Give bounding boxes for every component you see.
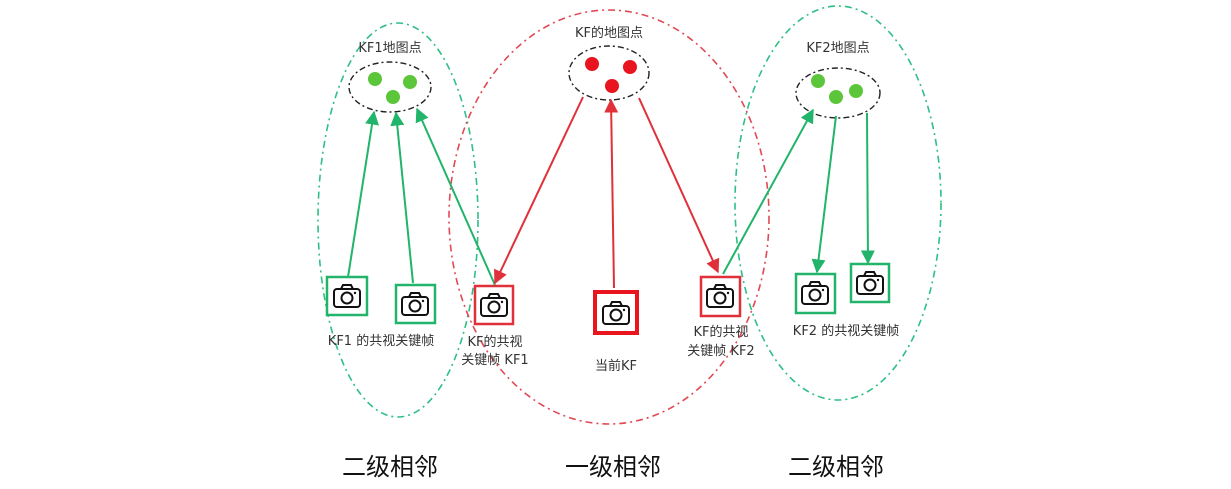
- kf-covis-kf1-camera: [473, 284, 515, 326]
- camera-icon: [602, 301, 630, 325]
- right-second-level-region: [734, 5, 942, 401]
- arrow-current-kf-to-kf-points: [604, 98, 619, 289]
- kf1-covis-camera-a: [325, 275, 369, 317]
- kf2-map-points: [795, 67, 881, 119]
- kf2-covis-camera-a: [794, 272, 837, 315]
- kf-covis-kf1-label-line1: KF的共视: [467, 334, 522, 350]
- kf2-map-points-label: KF2地图点: [806, 41, 869, 56]
- kf-covis-kf2-camera: [699, 275, 742, 318]
- right-region-title: 二级相邻: [788, 453, 884, 481]
- kf-covis-kf2-label-line1: KF的共视: [693, 324, 748, 340]
- map-point-dot: [811, 74, 825, 88]
- camera-icon: [801, 281, 829, 305]
- map-point-dot: [605, 79, 619, 93]
- map-point-dot: [829, 90, 843, 104]
- kf2-covis-label: KF2 的共视关键帧: [793, 323, 899, 339]
- left-second-level-region: [317, 22, 479, 418]
- arrow-kf2-points-to-kf2-covis-b: [860, 112, 875, 265]
- arrow-kf-covis-kf1-to-kf1-points: [415, 107, 496, 286]
- camera-icon: [480, 293, 508, 317]
- kf-covis-kf2-label-line2: 关键帧 KF2: [687, 344, 754, 359]
- map-point-dot: [386, 90, 400, 104]
- current-kf-label: 当前KF: [595, 358, 637, 374]
- map-point-dot: [368, 72, 382, 86]
- arrow-kf1-covis-b-to-kf1-points: [390, 111, 414, 284]
- kf1-covis-camera-b: [394, 283, 437, 325]
- map-point-dot: [403, 75, 417, 89]
- map-point-dot: [623, 60, 637, 74]
- kf2-covis-camera-b: [849, 262, 891, 304]
- arrow-kf-points-to-kf-covis-kf1: [494, 96, 584, 285]
- arrow-kf2-points-to-kf2-covis-a: [811, 115, 837, 274]
- center-region-title: 一级相邻: [565, 453, 661, 481]
- kf-map-points-label: KF的地图点: [575, 25, 643, 41]
- observation-arrows: [347, 96, 875, 289]
- camera-icon: [856, 271, 884, 295]
- kf-covis-kf1-label-line2: 关键帧 KF1: [461, 353, 528, 368]
- kf1-map-points: [348, 61, 432, 113]
- map-point-dot: [585, 57, 599, 71]
- map-point-dot: [849, 84, 863, 98]
- camera-icon: [401, 292, 429, 316]
- kf1-map-points-label: KF1地图点: [358, 41, 421, 56]
- arrow-kf-points-to-kf-covis-kf2: [638, 97, 720, 274]
- kf1-covis-label: KF1 的共视关键帧: [328, 333, 434, 349]
- arrow-kf-covis-kf2-to-kf2-points: [722, 108, 814, 275]
- arrow-kf1-covis-a-to-kf1-points: [347, 110, 379, 278]
- camera-icon: [706, 284, 734, 308]
- center-first-level-region: [448, 9, 770, 425]
- kf-map-points: [568, 45, 650, 101]
- left-region-title: 二级相邻: [342, 453, 438, 481]
- camera-icon: [333, 284, 361, 308]
- current-kf-camera: [593, 290, 639, 335]
